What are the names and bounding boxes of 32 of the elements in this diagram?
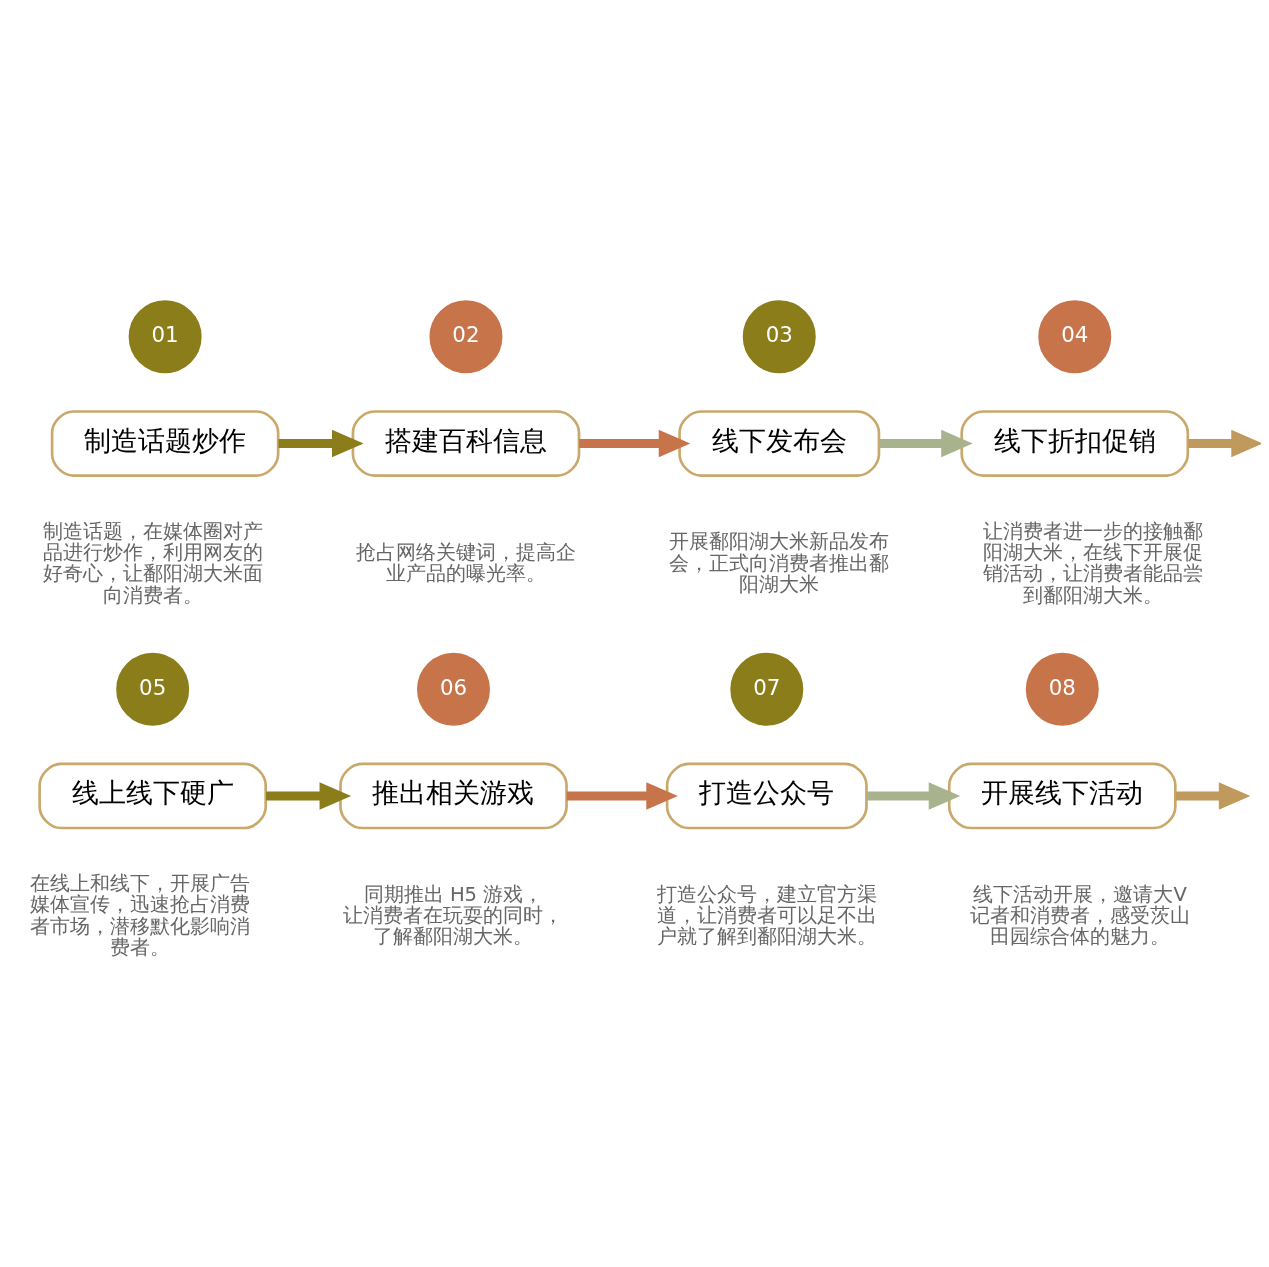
node-circle: 06 xyxy=(417,652,490,726)
node-box: 推出相关游戏 xyxy=(339,762,568,829)
arrow xyxy=(1175,781,1251,810)
node-box: 搭建百科信息 xyxy=(351,409,581,477)
arrow xyxy=(866,781,961,810)
arrow xyxy=(566,781,678,810)
arrow xyxy=(278,429,364,457)
node-circle: 05 xyxy=(116,652,190,726)
node-box: 线下发布会 xyxy=(678,409,881,477)
node-circle: 04 xyxy=(1038,299,1112,373)
node-label: 打造公众号，建立官方渠道，让消费者可以足不出户就了解到鄱阳湖大米。 xyxy=(656,882,877,948)
node-box: 线下折扣促销 xyxy=(960,409,1190,477)
node-circle: 07 xyxy=(730,652,804,726)
node-label: 在线上和线下，开展广告媒体宣传，迅速抢占消费者市场，潜移默化影响消费者。 xyxy=(30,871,251,959)
node-circle: 08 xyxy=(1025,652,1099,726)
node-box: 开展线下活动 xyxy=(947,762,1177,829)
node-box: 线上线下硬广 xyxy=(38,762,268,829)
node-label: 制造话题，在媒体圈对产品进行炒作，利用网友的好奇心，让鄱阳湖大米面向消费者。 xyxy=(42,519,263,607)
node-circle: 02 xyxy=(429,299,503,373)
node-label: 抢占网络关键词，提高企业产品的曝光率。 xyxy=(355,540,576,585)
arrow xyxy=(266,781,352,810)
node-circle: 03 xyxy=(742,299,816,373)
arrow xyxy=(879,429,973,457)
node-label: 同期推出 H5 游戏，让消费者在玩耍的同时，了解鄱阳湖大米。 xyxy=(343,882,564,948)
node-box: 打造公众号 xyxy=(665,762,868,829)
arrow xyxy=(579,429,691,457)
node-label: 线下活动开展，邀请大V记者和消费者，感受茨山田园综合体的魅力。 xyxy=(970,882,1191,948)
node-circle: 01 xyxy=(128,299,202,373)
node-label: 开展鄱阳湖大米新品发布会，正式向消费者推出鄱阳湖大米 xyxy=(669,529,890,596)
node-label: 让消费者进一步的接触鄱阳湖大米，在线下开展促销活动，让消费者能品尝到鄱阳湖大米。 xyxy=(982,519,1203,607)
node-box: 制造话题炒作 xyxy=(50,409,280,477)
arrow xyxy=(1188,429,1261,457)
